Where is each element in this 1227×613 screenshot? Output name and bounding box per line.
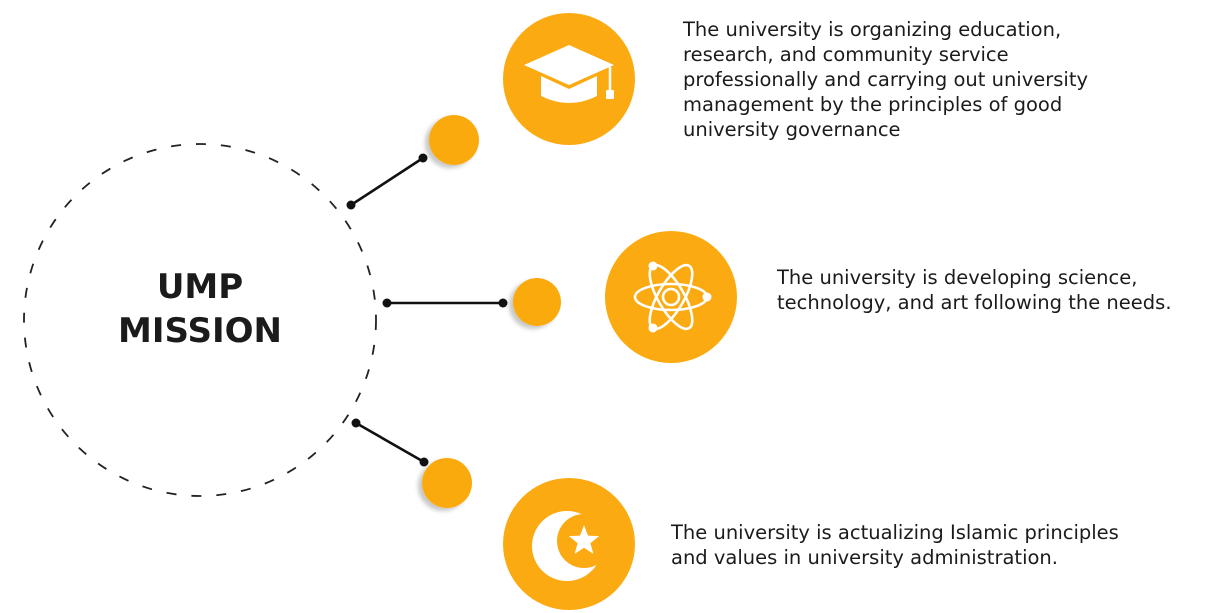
crescent-star-icon bbox=[503, 478, 635, 610]
mission-1-line: management by the principles of good bbox=[683, 93, 1063, 116]
atom-icon bbox=[605, 231, 737, 363]
small-dot-1 bbox=[429, 115, 479, 165]
mission-3-line: The university is actualizing Islamic pr… bbox=[671, 521, 1119, 544]
small-dot-3 bbox=[422, 458, 472, 508]
mission-1-line: professionally and carrying out universi… bbox=[683, 68, 1089, 91]
center-title-line-2: MISSION bbox=[118, 311, 282, 351]
mission-2-line: technology, and art following the needs. bbox=[777, 291, 1172, 314]
connector-3 bbox=[351, 418, 429, 467]
mission-text-1: The university is organizing education, … bbox=[683, 17, 1088, 142]
center-circle bbox=[23, 143, 377, 497]
mission-3-line: and values in university administration. bbox=[671, 546, 1058, 569]
mission-text-2: The university is developing science, te… bbox=[777, 265, 1172, 315]
small-dot-2 bbox=[513, 278, 561, 326]
mission-1-line: university governance bbox=[683, 118, 901, 141]
center-title-line-1: UMP bbox=[156, 267, 244, 307]
mission-1-line: The university is organizing education, bbox=[683, 18, 1062, 41]
mission-text-3: The university is actualizing Islamic pr… bbox=[671, 520, 1119, 570]
mission-1-line: research, and community service bbox=[683, 43, 1009, 66]
connector-2 bbox=[382, 298, 508, 308]
graduation-cap-icon bbox=[503, 13, 635, 145]
center-title: UMP MISSION bbox=[95, 265, 305, 353]
connector-1 bbox=[346, 153, 428, 210]
mission-2-line: The university is developing science, bbox=[777, 266, 1138, 289]
